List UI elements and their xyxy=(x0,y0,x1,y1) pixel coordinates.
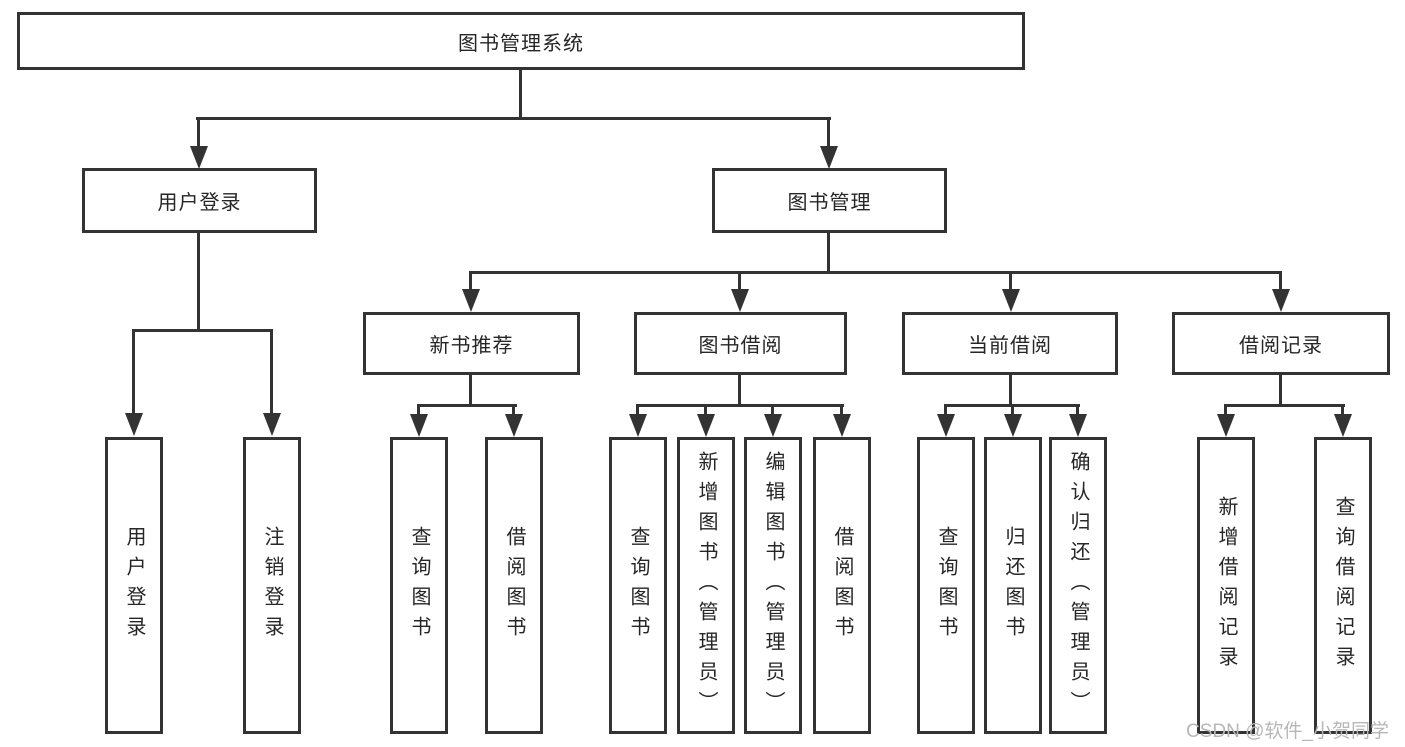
connector-to-leaf-cb-query xyxy=(944,404,947,416)
leaf-logout: 注销登录 xyxy=(243,437,301,734)
node-user-login-label: 用户登录 xyxy=(157,192,242,214)
arrowhead-leaf-cb-return xyxy=(1004,414,1022,437)
node-borrow-records-label: 借阅记录 xyxy=(1239,335,1323,357)
arrowhead-leaf-cb-query xyxy=(937,414,955,437)
arrowhead-leaf-cb-confirm xyxy=(1069,414,1087,437)
connector-to-leaf-br-add xyxy=(1224,404,1227,416)
connector-to-borrow-records xyxy=(1279,271,1282,291)
connector-book-borrow-stem xyxy=(738,375,741,406)
arrowhead-leaf-user-login xyxy=(125,413,143,436)
node-book-borrow: 图书借阅 xyxy=(634,312,847,375)
leaf-add-borrow-record-label: 新增借阅记录 xyxy=(1215,495,1237,676)
connector-to-leaf-logout xyxy=(270,329,273,415)
connector-recommend-stem xyxy=(469,375,472,406)
arrowhead-leaf-recommend-query xyxy=(410,414,428,437)
connector-recommend-branch xyxy=(417,404,517,407)
connector-borrow-records-branch xyxy=(1224,404,1345,407)
leaf-recommend-query-books: 查询图书 xyxy=(390,437,448,734)
leaf-confirm-return-admin-label: 确认归还（管理员） xyxy=(1067,450,1089,721)
leaf-user-login-label: 用户登录 xyxy=(123,525,145,646)
connector-to-leaf-cb-return xyxy=(1011,404,1014,416)
leaf-confirm-return-admin: 确认归还（管理员） xyxy=(1049,437,1107,734)
connector-to-leaf-cb-confirm xyxy=(1076,404,1079,416)
leaf-recommend-borrow-books: 借阅图书 xyxy=(485,437,543,734)
connector-to-leaf-bb-add xyxy=(704,404,707,416)
arrowhead-leaf-bb-edit xyxy=(764,414,782,437)
arrowhead-current-borrow xyxy=(1002,289,1020,312)
leaf-recommend-query-books-label: 查询图书 xyxy=(408,525,430,646)
node-new-book-recommend: 新书推荐 xyxy=(363,312,580,375)
node-borrow-records: 借阅记录 xyxy=(1172,312,1390,375)
connector-book-management-branch xyxy=(469,271,1282,274)
leaf-return-books-label: 归还图书 xyxy=(1002,525,1024,646)
connector-root-branch xyxy=(196,117,831,120)
connector-current-borrow-stem xyxy=(1009,375,1012,406)
connector-book-borrow-branch xyxy=(636,404,844,407)
leaf-add-books-admin: 新增图书（管理员） xyxy=(677,437,735,734)
arrowhead-leaf-bb-borrow xyxy=(833,414,851,437)
connector-to-new-book-recommend xyxy=(469,271,472,291)
arrowhead-book-borrow xyxy=(731,289,749,312)
leaf-edit-books-admin: 编辑图书（管理员） xyxy=(744,437,802,734)
arrowhead-leaf-bb-add xyxy=(697,414,715,437)
arrowhead-leaf-logout xyxy=(263,413,281,436)
leaf-borrow-query-books: 查询图书 xyxy=(609,437,667,734)
connector-to-leaf-bb-borrow xyxy=(840,404,843,416)
arrowhead-book-management xyxy=(820,146,838,169)
arrowhead-new-book-recommend xyxy=(462,289,480,312)
node-user-login: 用户登录 xyxy=(82,168,317,233)
leaf-recommend-borrow-books-label: 借阅图书 xyxy=(503,525,525,646)
connector-borrow-records-stem xyxy=(1279,375,1282,406)
connector-to-leaf-user-login xyxy=(132,329,135,415)
leaf-borrow-books: 借阅图书 xyxy=(813,437,871,734)
arrowhead-leaf-br-add xyxy=(1217,414,1235,437)
leaf-add-borrow-record: 新增借阅记录 xyxy=(1197,437,1255,734)
connector-to-current-borrow xyxy=(1009,271,1012,291)
connector-user-login-stem xyxy=(197,233,200,331)
leaf-query-borrow-record-label: 查询借阅记录 xyxy=(1332,495,1354,676)
leaf-edit-books-admin-label: 编辑图书（管理员） xyxy=(762,450,784,721)
node-book-borrow-label: 图书借阅 xyxy=(698,335,783,357)
leaf-user-login: 用户登录 xyxy=(105,437,163,734)
connector-user-login-branch xyxy=(132,329,273,332)
connector-root-to-book-management xyxy=(827,117,830,148)
arrowhead-user-login xyxy=(190,146,208,169)
leaf-logout-label: 注销登录 xyxy=(261,525,283,646)
node-new-book-recommend-label: 新书推荐 xyxy=(429,335,514,357)
connector-to-leaf-bb-edit xyxy=(771,404,774,416)
connector-to-book-borrow xyxy=(738,271,741,291)
leaf-current-query-books-label: 查询图书 xyxy=(935,525,957,646)
arrowhead-leaf-bb-query xyxy=(629,414,647,437)
arrowhead-leaf-br-query xyxy=(1334,414,1352,437)
arrowhead-leaf-recommend-borrow xyxy=(505,414,523,437)
node-root: 图书管理系统 xyxy=(17,12,1025,70)
leaf-current-query-books: 查询图书 xyxy=(917,437,975,734)
connector-root-stem xyxy=(519,69,522,119)
connector-to-leaf-bb-query xyxy=(636,404,639,416)
connector-to-leaf-br-query xyxy=(1341,404,1344,416)
connector-to-leaf-recommend-borrow xyxy=(512,404,515,416)
connector-to-leaf-recommend-query xyxy=(417,404,420,416)
csdn-watermark: CSDN @软件_小贺同学 xyxy=(1186,721,1389,742)
leaf-query-borrow-record: 查询借阅记录 xyxy=(1314,437,1372,734)
node-current-borrow-label: 当前借阅 xyxy=(968,335,1052,357)
leaf-borrow-query-books-label: 查询图书 xyxy=(627,525,649,646)
node-root-label: 图书管理系统 xyxy=(458,32,584,55)
connector-root-to-user-login xyxy=(197,117,200,148)
leaf-borrow-books-label: 借阅图书 xyxy=(831,525,853,646)
node-current-borrow: 当前借阅 xyxy=(902,312,1118,375)
leaf-add-books-admin-label: 新增图书（管理员） xyxy=(695,450,717,721)
leaf-return-books: 归还图书 xyxy=(984,437,1042,734)
node-book-management: 图书管理 xyxy=(712,168,947,233)
connector-book-management-stem xyxy=(827,233,830,274)
arrowhead-borrow-records xyxy=(1272,289,1290,312)
node-book-management-label: 图书管理 xyxy=(787,192,872,214)
